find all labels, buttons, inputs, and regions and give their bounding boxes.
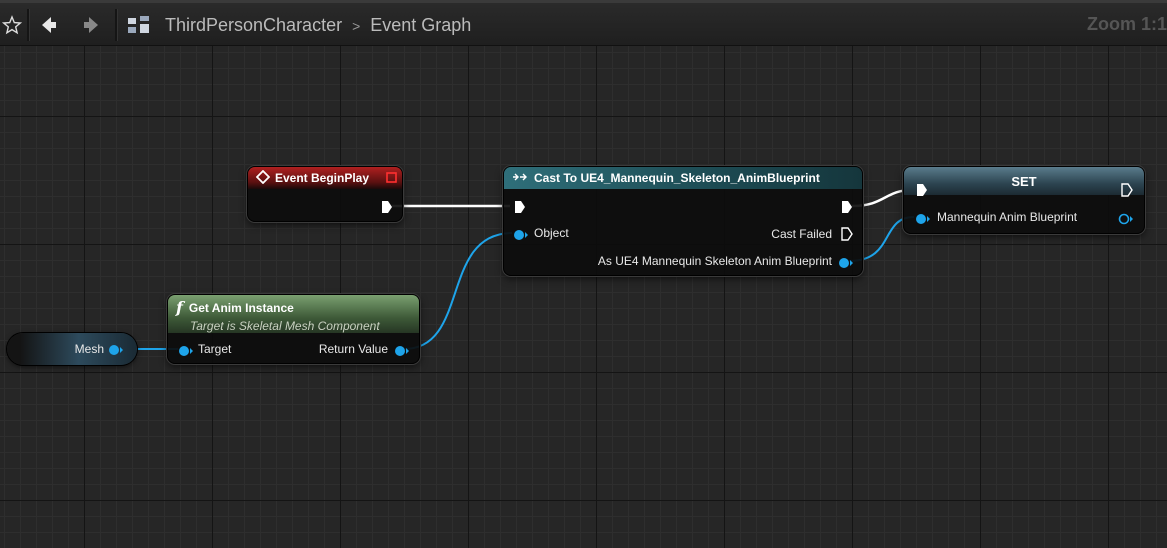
mesh-variable-node[interactable]: Mesh xyxy=(7,333,137,365)
toolbar-separator xyxy=(27,9,30,41)
node-title: SET xyxy=(1011,173,1037,189)
exec-out-pin[interactable] xyxy=(1121,183,1133,202)
node-header: Event BeginPlay xyxy=(248,167,402,189)
object-in-pin[interactable] xyxy=(513,228,529,246)
arrow-left-icon[interactable] xyxy=(36,12,62,38)
event-diamond-icon xyxy=(255,169,271,187)
node-subtitle: Target is Skeletal Mesh Component xyxy=(190,319,380,333)
cast-failed-pin-label: Cast Failed xyxy=(771,227,832,241)
object-wire-return-to-object[interactable] xyxy=(403,232,513,350)
var-out-pin[interactable] xyxy=(1118,212,1134,230)
function-icon: f xyxy=(176,298,183,317)
var-pin-label: Mannequin Anim Blueprint xyxy=(937,210,1078,224)
cast-failed-exec-pin[interactable] xyxy=(841,227,853,246)
breadcrumb-blueprint[interactable]: ThirdPersonCharacter xyxy=(165,15,343,35)
exec-in-pin[interactable] xyxy=(514,200,526,219)
star-outline-icon[interactable] xyxy=(0,12,24,38)
object-pin-label: Object xyxy=(534,226,569,240)
cast-arrow-icon xyxy=(512,171,528,185)
target-in-pin[interactable] xyxy=(178,344,194,362)
exec-in-pin[interactable] xyxy=(916,183,928,202)
toolbar-separator xyxy=(115,9,118,41)
exec-out-pin[interactable] xyxy=(381,200,393,219)
return-pin-label: Return Value xyxy=(318,342,388,356)
zoom-level: Zoom 1:1 xyxy=(1086,14,1167,34)
mesh-label: Mesh xyxy=(74,342,104,356)
mesh-out-pin[interactable] xyxy=(108,343,124,361)
var-in-pin[interactable] xyxy=(915,212,931,230)
graph-toolbar: ThirdPersonCharacter > Event Graph Zoom … xyxy=(0,0,1167,46)
node-title: Cast To UE4_Mannequin_Skeleton_AnimBluep… xyxy=(534,171,820,185)
blueprint-graph-icon xyxy=(126,12,152,38)
exec-out-pin[interactable] xyxy=(841,200,853,219)
return-out-pin[interactable] xyxy=(394,344,410,362)
get-anim-instance-node[interactable]: f Get Anim Instance Target is Skeletal M… xyxy=(167,294,420,364)
delegate-square-icon[interactable] xyxy=(386,172,397,186)
node-header: SET xyxy=(904,167,1144,195)
node-header: f Get Anim Instance Target is Skeletal M… xyxy=(168,295,419,333)
target-pin-label: Target xyxy=(198,342,232,356)
as-pin-label: As UE4 Mannequin Skeleton Anim Blueprint xyxy=(597,254,832,268)
arrow-right-icon[interactable] xyxy=(78,12,104,38)
breadcrumb-graph[interactable]: Event Graph xyxy=(370,15,472,35)
node-title: Event BeginPlay xyxy=(275,171,370,185)
breadcrumb: ThirdPersonCharacter > Event Graph xyxy=(165,15,471,36)
set-node[interactable]: SET Mannequin Anim Blueprint xyxy=(903,166,1145,234)
as-object-out-pin[interactable] xyxy=(838,256,854,274)
breadcrumb-separator: > xyxy=(352,17,361,34)
node-header: Cast To UE4_Mannequin_Skeleton_AnimBluep… xyxy=(504,167,862,189)
node-title: Get Anim Instance xyxy=(188,300,294,315)
cast-node[interactable]: Cast To UE4_Mannequin_Skeleton_AnimBluep… xyxy=(503,166,863,276)
event-beginplay-node[interactable]: Event BeginPlay xyxy=(247,166,403,222)
